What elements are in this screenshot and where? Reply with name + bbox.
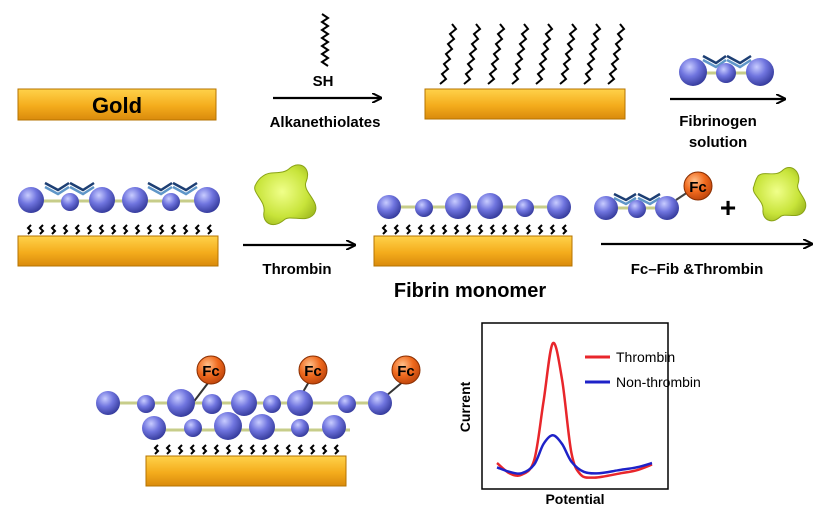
fc-label: Fc [689,179,707,196]
fc-fib-thrombin-label: Fc–Fib &Thrombin [631,261,764,278]
ferrocene-icon: Fc [299,356,327,384]
antibodies [45,183,197,194]
sam-chains [440,24,624,84]
fibrin-spheres [96,389,392,440]
sh-label: SH [313,73,334,90]
ferrocene-icon: Fc [197,356,225,384]
fibrinogen-label-line1: Fibrinogen [679,113,757,130]
chart-xlabel: Potential [545,491,604,507]
ferrocene-icon: Fc [684,172,712,200]
fc-fibrinogen-molecule [594,192,688,220]
thrombin-icon [753,168,806,221]
plus-sign: + [720,192,736,223]
gold-label: Gold [92,93,142,118]
gold-electrode-bare: Gold [18,89,216,120]
legend-label-thrombin: Thrombin [616,349,675,365]
fibrin-network-electrode: Fc Fc Fc [96,356,420,486]
alkanethiolates-label: Alkanethiolates [270,114,381,131]
alkanethiol-molecule [322,14,328,66]
ferrocene-icon: Fc [392,356,420,384]
thrombin-icon [255,165,316,225]
fc-label: Fc [397,363,415,380]
fibrin-monomer-label: Fibrin monomer [394,280,546,302]
gold-electrode-sam [425,24,625,119]
fibrinogen-label-line2: solution [689,134,747,151]
fc-label: Fc [202,363,220,380]
legend-label-non-thrombin: Non-thrombin [616,374,701,390]
thrombin-step-label: Thrombin [262,261,331,278]
sam-short-chains [28,225,211,234]
fibrinogen-molecule [679,56,774,86]
sam-short-chains-3 [155,445,338,454]
fc-label: Fc [304,363,322,380]
fibrin-monomer-electrode [374,193,572,266]
chart-ylabel: Current [457,381,473,432]
sam-short-chains-2 [383,225,566,234]
fibrinogen-modified-electrode [18,183,220,266]
voltammogram-chart: Thrombin Non-thrombin Current Potential [457,323,701,507]
